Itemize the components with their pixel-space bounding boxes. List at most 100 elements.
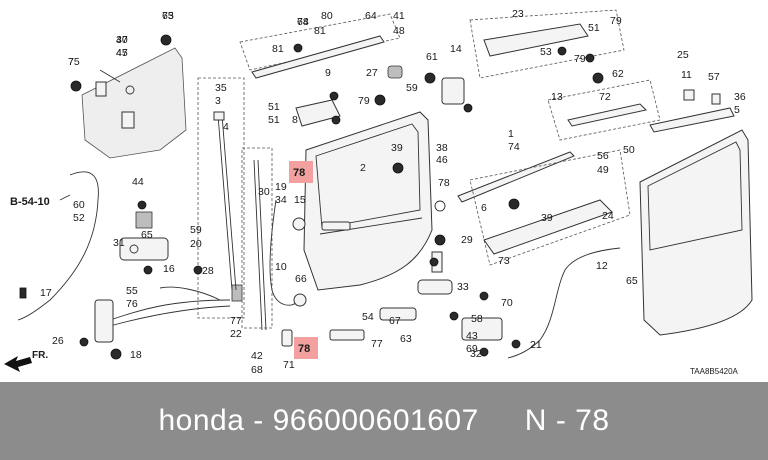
callout-number[interactable]: 56 — [597, 150, 609, 162]
callout-number[interactable]: 63 — [400, 333, 412, 345]
callout-number[interactable]: 74 — [508, 141, 520, 153]
callout-number[interactable]: 64 — [365, 10, 377, 22]
callout-number[interactable]: 5 — [734, 104, 740, 116]
callout-number[interactable]: 75 — [68, 56, 80, 68]
callout-number[interactable]: 79 — [610, 15, 622, 27]
callout-number[interactable]: 62 — [612, 68, 624, 80]
callout-number[interactable]: 2 — [360, 162, 366, 174]
callout-number[interactable]: 73 — [498, 255, 510, 267]
callout-number[interactable]: 29 — [461, 234, 473, 246]
callout-number[interactable]: 21 — [530, 339, 542, 351]
callout-number[interactable]: 27 — [366, 67, 378, 79]
callout-number[interactable]: 49 — [597, 164, 609, 176]
callout-number[interactable]: 67 — [389, 315, 401, 327]
ref-label: N — [524, 404, 547, 437]
callout-number[interactable]: 31 — [113, 237, 125, 249]
callout-number[interactable]: 61 — [426, 51, 438, 63]
callout-number[interactable]: 38 — [436, 142, 448, 154]
callout-number[interactable]: 57 — [708, 71, 720, 83]
callout-number[interactable]: 26 — [52, 335, 64, 347]
callout-number[interactable]: 18 — [130, 349, 142, 361]
callout-number[interactable]: 10 — [275, 261, 287, 273]
callout-number[interactable]: 14 — [450, 43, 462, 55]
callout-number[interactable]: 66 — [295, 273, 307, 285]
callout-number[interactable]: 36 — [734, 91, 746, 103]
callout-number[interactable]: 65 — [626, 275, 638, 287]
callout-number[interactable]: 81 — [272, 43, 284, 55]
callout-number[interactable]: 46 — [436, 154, 448, 166]
drawing-code: TAA8B5420A — [690, 367, 739, 376]
callout-number[interactable]: 75 — [162, 10, 174, 22]
highlighted-callout[interactable]: 78 — [289, 161, 313, 183]
callout-number[interactable]: 70 — [501, 297, 513, 309]
callout-number[interactable]: 23 — [512, 8, 524, 20]
callout-number[interactable]: 15 — [294, 194, 306, 206]
callout-number[interactable]: 35 — [215, 82, 227, 94]
callout-number[interactable]: 51 — [588, 22, 600, 34]
callout-number[interactable]: 39 — [541, 212, 553, 224]
callout-number[interactable]: 41 — [393, 10, 405, 22]
callout-number[interactable]: 78 — [297, 16, 309, 28]
callout-number[interactable]: 37 — [116, 34, 128, 46]
callout-number[interactable]: 52 — [73, 212, 85, 224]
callout-number[interactable]: 39 — [391, 142, 403, 154]
callout-number[interactable]: 79 — [574, 53, 586, 65]
callout-number[interactable]: 64 — [297, 16, 309, 28]
callout-number[interactable]: 65 — [141, 229, 153, 241]
callout-number[interactable]: 42 — [251, 350, 263, 362]
callout-number[interactable]: 51 — [268, 101, 280, 113]
callout-number[interactable]: 43 — [466, 330, 478, 342]
callout-number[interactable]: 69 — [466, 343, 478, 355]
callout-number[interactable]: 47 — [116, 47, 128, 59]
callout-number[interactable]: 77 — [230, 315, 242, 327]
callout-number[interactable]: 32 — [470, 348, 482, 360]
callout-number[interactable]: 24 — [602, 210, 614, 222]
callout-number[interactable]: 30 — [258, 186, 270, 198]
callout-number[interactable]: 25 — [677, 49, 689, 61]
callout-number[interactable]: 59 — [406, 82, 418, 94]
callout-number[interactable]: 9 — [325, 67, 331, 79]
callout-number[interactable]: 7 — [68, 56, 74, 68]
callout-number[interactable]: 22 — [230, 328, 242, 340]
callout-number[interactable]: 12 — [596, 260, 608, 272]
callout-number[interactable]: 3 — [215, 95, 221, 107]
callout-number[interactable]: 13 — [551, 91, 563, 103]
callout-number[interactable]: 58 — [471, 313, 483, 325]
callout-number[interactable]: 1 — [508, 128, 514, 140]
callout-number[interactable]: 16 — [163, 263, 175, 275]
callout-number[interactable]: 60 — [73, 199, 85, 211]
callout-number[interactable]: 71 — [283, 359, 295, 371]
callout-number[interactable]: 40 — [116, 34, 128, 46]
callout-number[interactable]: 54 — [362, 311, 374, 323]
callout-number[interactable]: 50 — [623, 144, 635, 156]
callout-number[interactable]: 53 — [540, 46, 552, 58]
callout-number[interactable]: 55 — [126, 285, 138, 297]
callout-number[interactable]: 76 — [126, 298, 138, 310]
callout-number[interactable]: 4 — [223, 121, 229, 133]
dashed-group-box — [547, 79, 661, 141]
callout-number[interactable]: 68 — [251, 364, 263, 376]
callout-number[interactable]: 19 — [275, 181, 287, 193]
callout-number[interactable]: 77 — [371, 338, 383, 350]
callout-number[interactable]: 33 — [457, 281, 469, 293]
reference-code[interactable]: B-54-10 — [10, 196, 50, 208]
callout-number[interactable]: 72 — [599, 91, 611, 103]
callout-number[interactable]: 80 — [321, 10, 333, 22]
callout-number[interactable]: 51 — [268, 114, 280, 126]
callout-number[interactable]: 78 — [438, 177, 450, 189]
callout-number[interactable]: 48 — [393, 25, 405, 37]
callout-number[interactable]: 17 — [40, 287, 52, 299]
callout-number[interactable]: 20 — [190, 238, 202, 250]
callout-number[interactable]: 6 — [481, 202, 487, 214]
callout-number[interactable]: 79 — [358, 95, 370, 107]
callout-number[interactable]: 34 — [275, 194, 287, 206]
callout-number[interactable]: 11 — [681, 69, 692, 81]
callout-number[interactable]: 28 — [202, 265, 214, 277]
callout-number[interactable]: 44 — [132, 176, 144, 188]
callout-number[interactable]: 81 — [314, 25, 326, 37]
callout-number[interactable]: 63 — [162, 10, 174, 22]
highlighted-callout[interactable]: 78 — [294, 337, 318, 359]
callout-number[interactable]: 8 — [292, 114, 298, 126]
callout-number[interactable]: 59 — [190, 224, 202, 236]
callout-number[interactable]: 45 — [116, 47, 128, 59]
